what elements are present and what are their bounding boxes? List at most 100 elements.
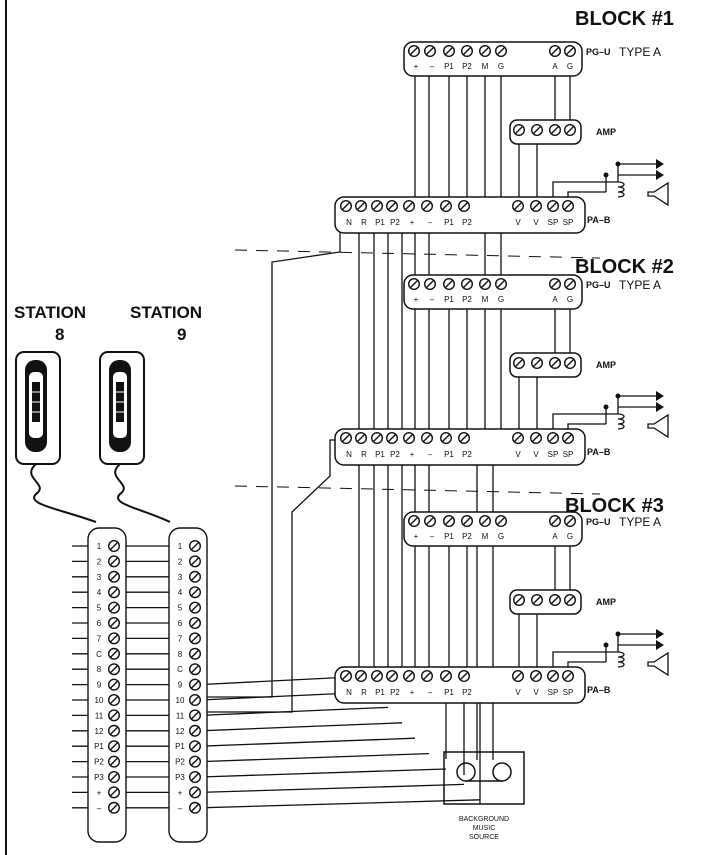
screw-slot xyxy=(564,434,572,442)
pab-terminal-label: SP xyxy=(563,218,574,227)
station-8-terminal-label: 11 xyxy=(95,711,104,720)
speaker-icon xyxy=(647,651,669,677)
screw-slot xyxy=(191,572,199,581)
screw-slot xyxy=(410,47,418,55)
pab-terminal-label: P2 xyxy=(462,218,472,227)
terminal-screw-icon xyxy=(440,432,453,445)
pab-terminal-label: V xyxy=(515,688,521,697)
terminal-screw-icon xyxy=(188,586,201,599)
screw-slot xyxy=(460,434,468,442)
screw-slot xyxy=(342,202,350,210)
terminal-screw-icon xyxy=(107,570,120,583)
terminal-screw-icon xyxy=(424,278,437,291)
screw-slot xyxy=(342,434,350,442)
station-9-terminal-label: 12 xyxy=(176,727,185,736)
pgu-terminal-label: + xyxy=(414,62,419,71)
pgu-terminal-label: A xyxy=(552,295,558,304)
terminal-screw-icon xyxy=(386,199,399,212)
pab-terminal-label: N xyxy=(346,218,352,227)
pab-terminal-label: P2 xyxy=(390,688,400,697)
terminal-screw-icon xyxy=(355,199,368,212)
terminal-screw-icon xyxy=(562,199,575,212)
terminal-screw-icon xyxy=(479,515,492,528)
pgu-type-label: TYPE A xyxy=(619,278,661,292)
terminal-screw-icon xyxy=(440,199,453,212)
pab-terminal-label: P1 xyxy=(444,218,454,227)
terminal-screw-icon xyxy=(531,357,544,370)
terminal-screw-icon xyxy=(188,647,201,660)
terminal-screw-icon xyxy=(188,724,201,737)
screw-slot xyxy=(110,726,118,735)
junction-dot xyxy=(615,631,621,637)
terminal-screw-icon xyxy=(107,555,120,568)
terminal-screw-icon xyxy=(421,670,434,683)
terminal-screw-icon xyxy=(403,432,416,445)
screw-slot xyxy=(551,517,559,525)
station-9-terminal-label: P1 xyxy=(175,742,185,751)
screw-slot xyxy=(191,634,199,643)
screw-slot xyxy=(373,202,381,210)
arrow-icon xyxy=(656,391,664,401)
screw-slot xyxy=(110,696,118,704)
station-9-wire xyxy=(199,752,430,763)
station-9-terminal-label: + xyxy=(178,788,183,797)
station-8-terminal-label: – xyxy=(97,804,102,813)
station-9-terminal-label: 10 xyxy=(176,696,185,705)
terminal-screw-icon xyxy=(479,45,492,58)
station-8-terminal-label: C xyxy=(96,650,102,659)
pab-terminal-label: + xyxy=(410,688,415,697)
terminal-screw-icon xyxy=(530,670,543,683)
terminal-screw-icon xyxy=(188,771,201,784)
pgu-type-label: TYPE A xyxy=(619,515,661,529)
screw-slot xyxy=(515,359,523,367)
station-8-terminal-label: 3 xyxy=(97,573,102,582)
screw-slot xyxy=(514,672,522,680)
screw-slot xyxy=(423,672,431,680)
block-title: BLOCK #1 xyxy=(575,8,674,30)
terminal-screw-icon xyxy=(495,515,508,528)
station-8-terminal-label: 9 xyxy=(97,681,102,690)
screw-slot xyxy=(191,603,199,612)
screw-slot xyxy=(551,126,559,134)
home-run-wire xyxy=(200,439,346,713)
screw-slot xyxy=(532,202,540,210)
terminal-screw-icon xyxy=(371,199,384,212)
terminal-screw-icon xyxy=(531,123,544,136)
pab-terminal-label: N xyxy=(346,450,352,459)
terminal-screw-icon xyxy=(107,724,120,737)
station-9-wire xyxy=(199,722,403,732)
terminal-screw-icon xyxy=(424,45,437,58)
transformer-coil-icon xyxy=(617,413,625,430)
terminal-screw-icon xyxy=(107,632,120,645)
music-wire xyxy=(476,60,486,760)
screw-slot xyxy=(357,672,365,680)
station-8-terminal-label: 5 xyxy=(97,604,102,613)
pab-terminal-label: V xyxy=(533,688,539,697)
pab-terminal-label: P2 xyxy=(390,450,400,459)
terminal-screw-icon xyxy=(461,45,474,58)
pab-terminal-label: SP xyxy=(548,450,559,459)
terminal-screw-icon xyxy=(549,515,562,528)
terminal-strip-frame xyxy=(168,527,208,843)
station-8-terminal-label: 7 xyxy=(97,634,102,643)
pgu-terminal-label: G xyxy=(498,295,504,304)
pgu-terminal-label: G xyxy=(567,62,573,71)
pgu-terminal-label: P1 xyxy=(444,532,454,541)
terminal-screw-icon xyxy=(403,199,416,212)
pgu-terminal-label: + xyxy=(414,295,419,304)
music-source-label: BACKGROUND xyxy=(459,816,509,823)
pgu-terminal-label: G xyxy=(567,295,573,304)
terminal-screw-icon xyxy=(562,670,575,683)
pab-terminal-label: SP xyxy=(563,688,574,697)
terminal-screw-icon xyxy=(188,740,201,753)
pgu-terminal-label: G xyxy=(498,532,504,541)
station-9-terminal-label: 2 xyxy=(178,557,183,566)
screw-slot xyxy=(515,126,523,134)
terminal-screw-icon xyxy=(564,123,577,136)
station-8-terminal-label: P2 xyxy=(94,758,104,767)
terminal-screw-icon xyxy=(547,432,560,445)
junction-dot xyxy=(603,172,609,178)
pab-terminal-label: – xyxy=(428,450,433,459)
pgu-terminal-label: – xyxy=(430,532,435,541)
pab-terminal-label: N xyxy=(346,688,352,697)
